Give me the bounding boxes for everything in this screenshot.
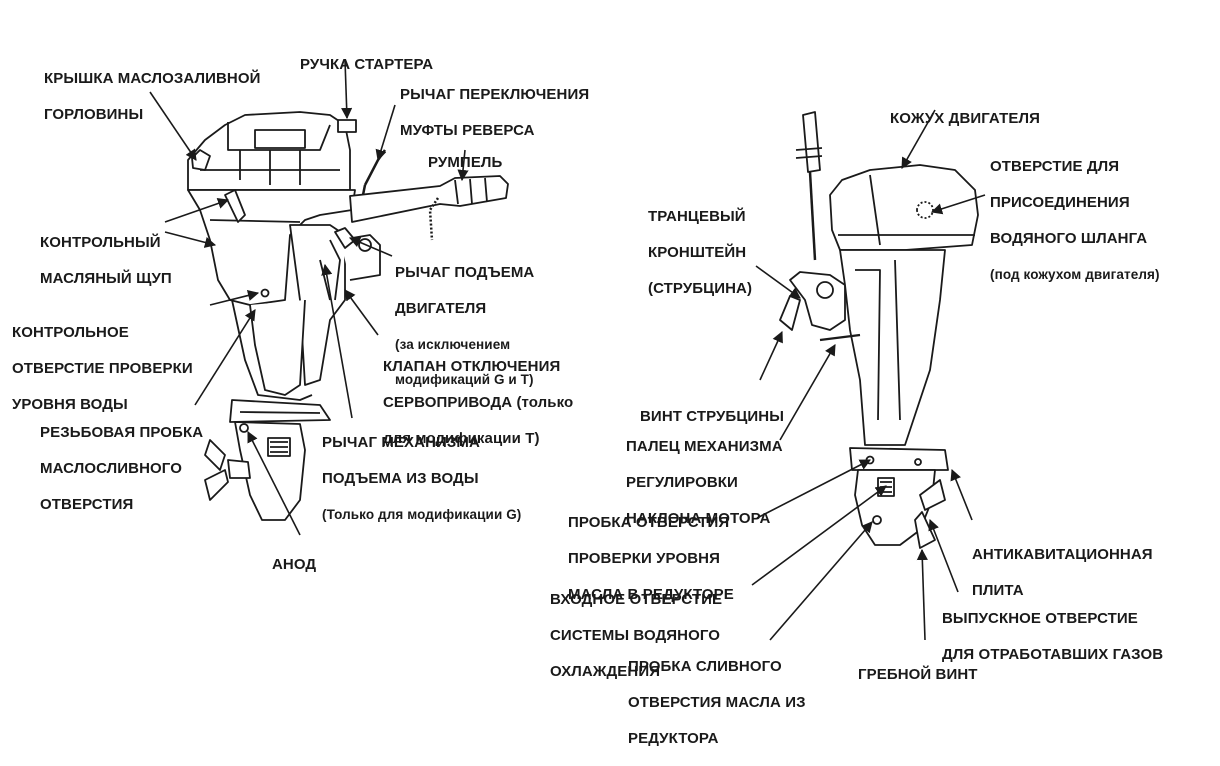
label-tiller: РУМПЕЛЬ	[428, 154, 503, 171]
label-servo-valve: КЛАПАН ОТКЛЮЧЕНИЯ СЕРВОПРИВОДА (только д…	[383, 358, 574, 447]
motor-illustrations	[149, 59, 986, 641]
label-engine-cover: КОЖУХ ДВИГАТЕЛЯ	[890, 110, 1040, 127]
label-gear-drain-plug: ПРОБКА СЛИВНОГО ОТВЕРСТИЯ МАСЛА ИЗ РЕДУК…	[628, 658, 806, 747]
label-water-check-hole: КОНТРОЛЬНОЕ ОТВЕРСТИЕ ПРОВЕРКИ УРОВНЯ ВО…	[12, 324, 193, 413]
label-oil-filler-cap: КРЫШКА МАСЛОЗАЛИВНОЙ ГОРЛОВИНЫ	[44, 70, 261, 123]
label-drain-plug: РЕЗЬБОВАЯ ПРОБКА МАСЛОСЛИВНОГО ОТВЕРСТИЯ	[40, 424, 204, 513]
label-water-hose-hole: ОТВЕРСТИЕ ДЛЯ ПРИСОЕДИНЕНИЯ ВОДЯНОГО ШЛА…	[990, 158, 1160, 282]
label-exhaust-outlet: ВЫПУСКНОЕ ОТВЕРСТИЕ ДЛЯ ОТРАБОТАВШИХ ГАЗ…	[942, 610, 1164, 663]
label-gear-oil-level-plug: ПРОБКА ОТВЕРСТИЯ ПРОВЕРКИ УРОВНЯ МАСЛА В…	[568, 514, 734, 603]
label-transom-bracket: ТРАНЦЕВЫЙ КРОНШТЕЙН (СТРУБЦИНА)	[648, 208, 753, 297]
label-propeller: ГРЕБНОЙ ВИНТ	[858, 666, 978, 683]
label-water-intake: ВХОДНОЕ ОТВЕРСТИЕ СИСТЕМЫ ВОДЯНОГО ОХЛАЖ…	[550, 591, 723, 680]
label-reverse-lever: РЫЧАГ ПЕРЕКЛЮЧЕНИЯ МУФТЫ РЕВЕРСА	[400, 86, 590, 139]
label-dipstick: КОНТРОЛЬНЫЙ МАСЛЯНЫЙ ЩУП	[40, 234, 172, 287]
label-trim-pin: ПАЛЕЦ МЕХАНИЗМА РЕГУЛИРОВКИ НАКЛОНА МОТО…	[626, 438, 783, 527]
label-anode: АНОД	[272, 556, 317, 573]
label-starter-handle: РУЧКА СТАРТЕРА	[300, 56, 434, 73]
label-anticavitation-plate: АНТИКАВИТАЦИОННАЯ ПЛИТА	[972, 546, 1153, 599]
label-lift-lever: РЫЧАГ МЕХАНИЗМА ПОДЪЕМА ИЗ ВОДЫ (Только …	[322, 434, 522, 522]
label-clamp-screw: ВИНТ СТРУБЦИНЫ	[640, 408, 784, 425]
leader-lines	[149, 59, 986, 641]
label-tilt-lever: РЫЧАГ ПОДЪЕМА ДВИГАТЕЛЯ (за исключением …	[395, 264, 535, 387]
right-motor-drawing	[779, 111, 979, 549]
outboard-motor-diagram: КРЫШКА МАСЛОЗАЛИВНОЙ ГОРЛОВИНЫ РУЧКА СТА…	[12, 56, 1164, 747]
